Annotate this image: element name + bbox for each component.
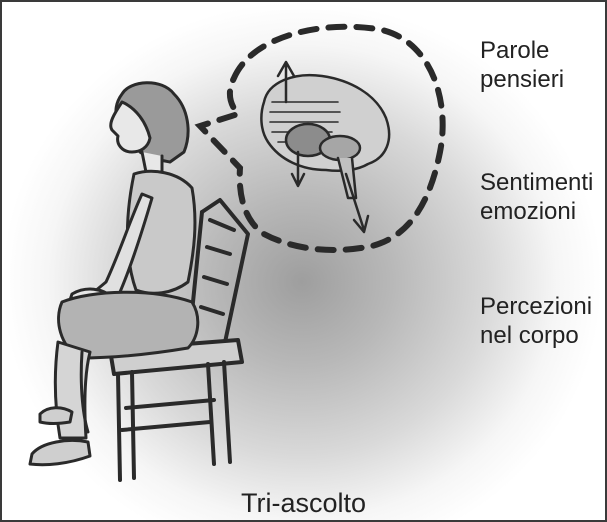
label-body-line-2: nel corpo <box>480 321 592 350</box>
label-feelings: Sentimenti emozioni <box>480 168 593 226</box>
label-thoughts-line-2: pensieri <box>480 65 564 94</box>
seated-woman-icon <box>30 83 198 465</box>
label-thoughts-line-1: Parole <box>480 36 564 65</box>
caption: Tri-ascolto <box>2 488 605 518</box>
label-body: Percezioni nel corpo <box>480 292 592 350</box>
label-body-line-1: Percezioni <box>480 292 592 321</box>
label-feelings-line-1: Sentimenti <box>480 168 593 197</box>
label-thoughts: Parole pensieri <box>480 36 564 94</box>
label-feelings-line-2: emozioni <box>480 197 593 226</box>
brain-icon <box>261 62 389 232</box>
